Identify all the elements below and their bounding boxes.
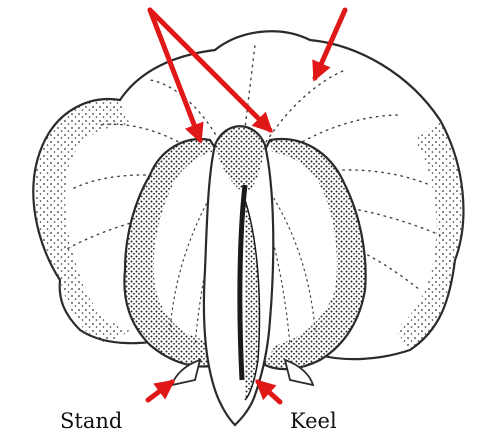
arrow-bottom-left — [148, 382, 172, 400]
label-stand: Stand — [60, 409, 122, 433]
label-keel: Keel — [290, 409, 337, 433]
arrow-bottom-right — [258, 382, 280, 402]
